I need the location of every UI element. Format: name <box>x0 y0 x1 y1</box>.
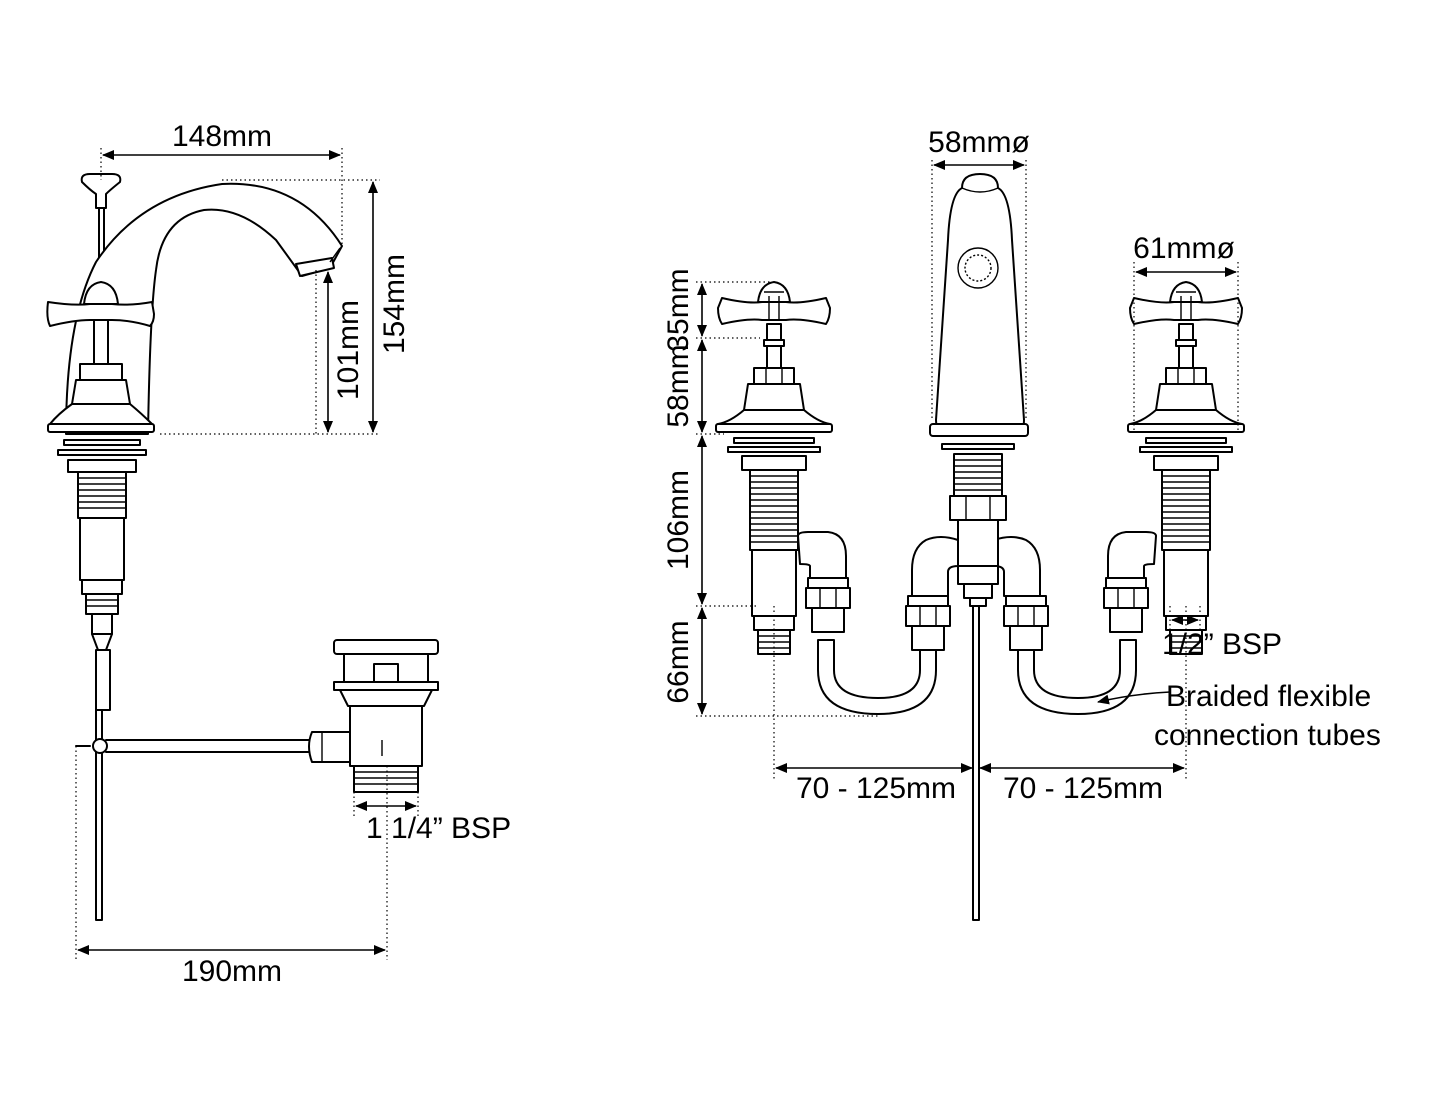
inlet-thread-label: 1/2” BSP <box>1162 628 1282 661</box>
spout-height-label: 101mm <box>332 300 365 400</box>
body-height-label: 106mm <box>662 470 695 570</box>
waste-thread-label: 1 1/4” BSP <box>366 812 511 845</box>
tubes-label-line-1: Braided flexible <box>1166 680 1371 713</box>
overall-height-label: 154mm <box>378 254 411 354</box>
side-view-dimensions: 148mm 154mm 101mm 1 1/4” BSP 190mm <box>75 120 511 988</box>
handle-height-label: 35mm <box>662 268 695 351</box>
side-view-drawing <box>46 173 439 921</box>
spout-width-label: 148mm <box>172 120 272 153</box>
centres-left-label: 70 - 125mm <box>796 772 956 805</box>
valve-height-label: 58mm <box>662 344 695 427</box>
pop-up-reach-label: 190mm <box>182 955 282 988</box>
front-view-dimensions: 58mmø 61mmø 35mm 58mm 106mm 66mm 70 - 12… <box>662 126 1381 805</box>
front-view-drawing <box>715 173 1245 921</box>
spout-diameter-label: 58mmø <box>928 126 1030 159</box>
tube-drop-label: 66mm <box>662 620 695 703</box>
handle-diameter-label: 61mmø <box>1133 232 1235 265</box>
centres-right-label: 70 - 125mm <box>1003 772 1163 805</box>
tubes-label-line-2: connection tubes <box>1154 719 1381 752</box>
